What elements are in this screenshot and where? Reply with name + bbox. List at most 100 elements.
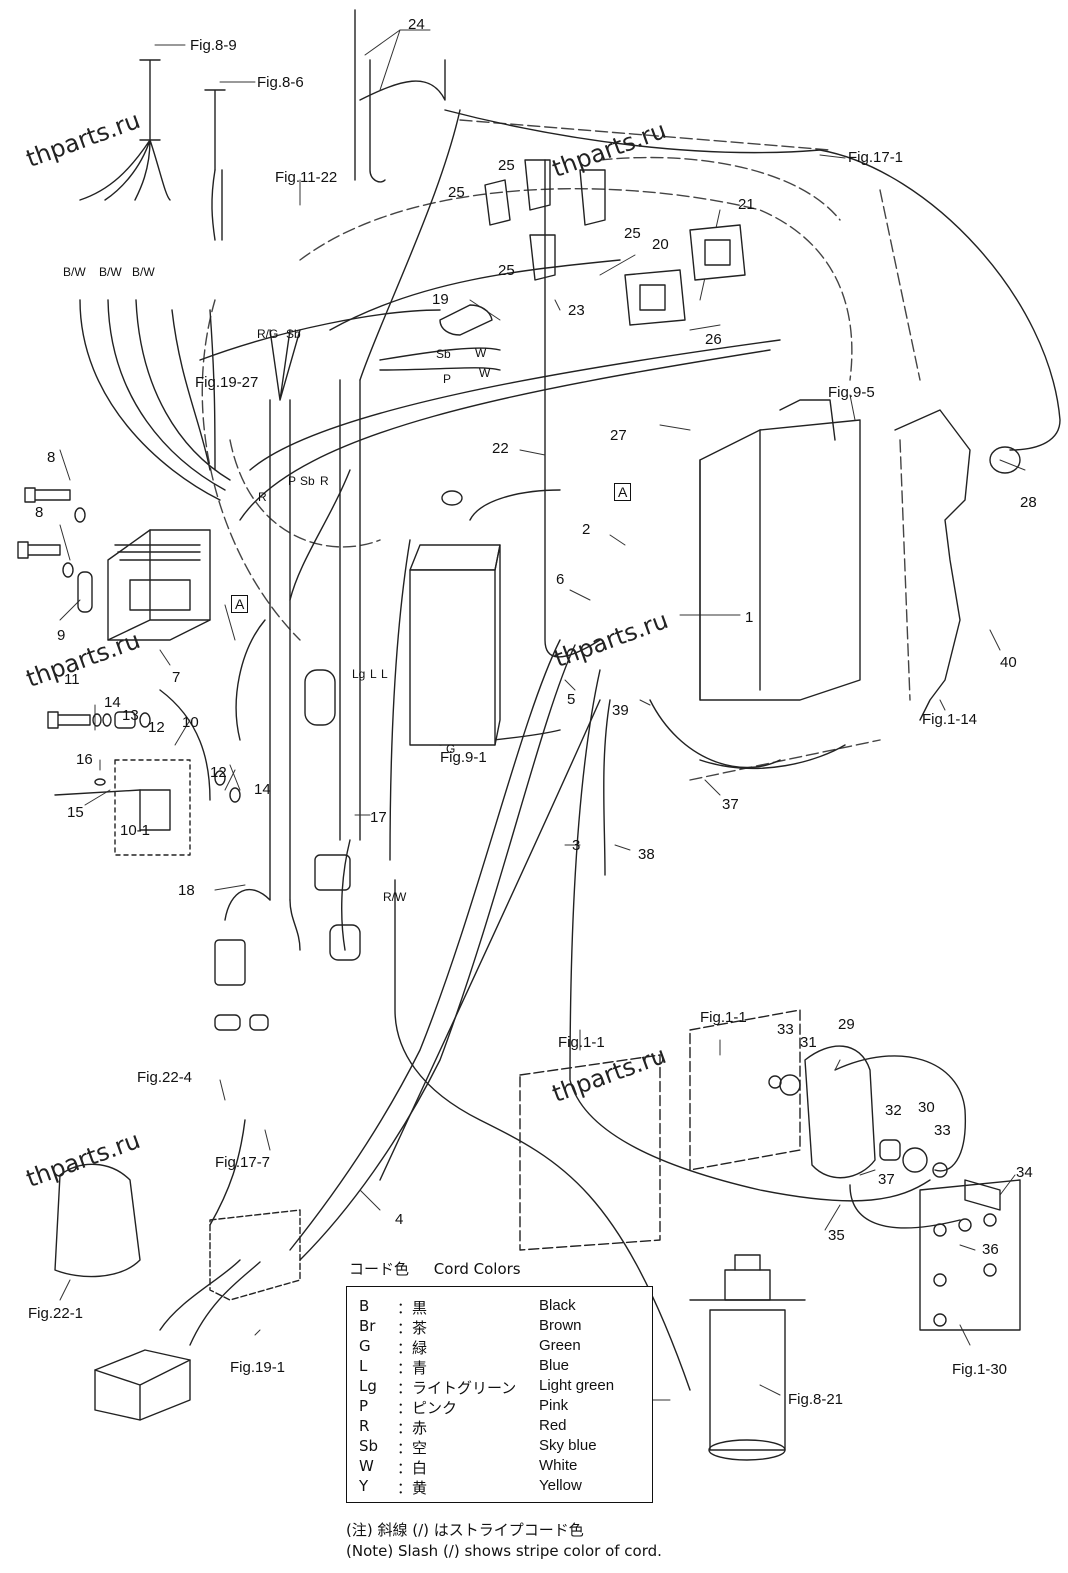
cord-color-legend: B ：黒 Black Br ：茶 Brown G ：緑 Green L ：青 B… <box>346 1286 653 1503</box>
legend-en: Green <box>539 1337 581 1354</box>
legend-en: Red <box>539 1417 567 1434</box>
wire-label: R/G <box>257 327 279 341</box>
cdi-unit <box>409 490 501 746</box>
part-number: 38 <box>638 846 655 863</box>
legend-title-en: Cord Colors <box>433 1260 521 1278</box>
legend-jp: ：ピンク <box>397 1399 458 1417</box>
legend-title: コード色 Cord Colors <box>349 1258 541 1279</box>
legend-code: B <box>359 1297 370 1315</box>
part-number: 21 <box>738 196 755 213</box>
part-number: 37 <box>878 1171 895 1188</box>
part-number: 33 <box>777 1021 794 1038</box>
junction-box <box>209 1209 301 1301</box>
legend-jp: ：白 <box>397 1459 428 1477</box>
wire-label: L <box>370 667 377 681</box>
legend-row: Lg ：ライトグリーン Light green <box>347 1375 652 1397</box>
legend-title-jp: コード色 <box>349 1260 410 1278</box>
legend-en: Blue <box>539 1357 570 1374</box>
legend-row: Y ：黄 Yellow <box>347 1475 652 1497</box>
fig-ref: Fig.8-21 <box>788 1391 844 1408</box>
wire-label: L <box>381 667 388 681</box>
part-number: 25 <box>448 184 465 201</box>
part-number: 9 <box>57 627 66 644</box>
starter-motor <box>689 1254 806 1461</box>
part-number: 14 <box>104 694 121 711</box>
legend-jp: ：黒 <box>397 1299 428 1317</box>
legend-row: Br ：茶 Brown <box>347 1315 652 1337</box>
part-number: 31 <box>800 1034 817 1051</box>
wire-label: R/W <box>383 890 407 904</box>
legend-jp: ：空 <box>397 1439 428 1457</box>
fig-ref: Fig.8-9 <box>190 37 237 54</box>
part-number: 15 <box>67 804 84 821</box>
part-number: 13 <box>122 707 139 724</box>
legend-code: L <box>359 1357 368 1375</box>
fig-ref: Fig.19-1 <box>230 1359 286 1376</box>
legend-row: B ：黒 Black <box>347 1295 652 1317</box>
part-number: 33 <box>934 1122 951 1139</box>
fig-ref: Fig.9-5 <box>828 384 875 401</box>
wire-label: B/W <box>99 265 122 279</box>
fig-ref: Fig.17-7 <box>215 1154 271 1171</box>
engine-block-right <box>699 399 971 721</box>
legend-code: G <box>359 1337 371 1355</box>
legend-code: Y <box>359 1477 369 1495</box>
ignition-switch <box>54 759 241 856</box>
part-number: 29 <box>838 1016 855 1033</box>
legend-row: L ：青 Blue <box>347 1355 652 1377</box>
part-number: 10 <box>182 714 199 731</box>
legend-jp: ：ライトグリーン <box>397 1379 517 1397</box>
callout-box: A <box>231 595 249 613</box>
legend-en: Light green <box>539 1377 615 1394</box>
part-number: 39 <box>612 702 629 719</box>
legend-jp: ：黄 <box>397 1479 428 1497</box>
wire-label: B/W <box>132 265 155 279</box>
legend-en: Sky blue <box>539 1437 597 1454</box>
legend-en: Yellow <box>539 1477 582 1494</box>
part-number: 16 <box>76 751 93 768</box>
wire-label: Sb <box>300 474 315 488</box>
wire-label: R <box>320 474 329 488</box>
part-number: 7 <box>172 669 181 686</box>
wire-label: R <box>258 490 267 504</box>
fig-ref: Fig.1-1 <box>558 1034 605 1051</box>
wire-label: Sb <box>286 327 301 341</box>
legend-code: P <box>359 1397 369 1415</box>
cylinder-head-lower <box>519 1009 1021 1331</box>
wire-label: G <box>446 742 456 756</box>
part-number: 12 <box>210 764 227 781</box>
legend-jp: ：茶 <box>397 1319 428 1337</box>
part-number: 23 <box>568 302 585 319</box>
engine-outline <box>201 119 921 781</box>
legend-jp: ：赤 <box>397 1419 428 1437</box>
legend-en: Brown <box>539 1317 582 1334</box>
ignition-coils <box>624 224 746 326</box>
wire-label: Sb <box>436 347 451 361</box>
part-number: 18 <box>178 882 195 899</box>
wire-label: P <box>443 372 452 386</box>
legend-en: Black <box>539 1297 576 1314</box>
part-number: 32 <box>885 1102 902 1119</box>
part-number: 2 <box>582 521 591 538</box>
legend-code: Lg <box>359 1377 377 1395</box>
fuse-holder <box>439 304 493 336</box>
note-en: (Note) Slash (/) shows stripe color of c… <box>346 1542 662 1560</box>
part-number: 10-1 <box>120 822 151 839</box>
part-number: 27 <box>610 427 627 444</box>
part-number: 14 <box>254 781 271 798</box>
bolts-left <box>17 487 151 729</box>
part-number: 24 <box>408 16 425 33</box>
legend-jp: ：緑 <box>397 1339 428 1357</box>
fig-ref: Fig.17-1 <box>848 149 904 166</box>
part-number: 40 <box>1000 654 1017 671</box>
stripe-note: (注) 斜線 (/) はストライプコード色 (Note) Slash (/) s… <box>346 1520 662 1562</box>
legend-row: P ：ピンク Pink <box>347 1395 652 1417</box>
legend-en: White <box>539 1457 578 1474</box>
part-number: 35 <box>828 1227 845 1244</box>
wire-harness <box>79 9 1061 1391</box>
legend-row: R ：赤 Red <box>347 1415 652 1437</box>
fig-ref: Fig.19-27 <box>195 374 259 391</box>
legend-row: G ：緑 Green <box>347 1335 652 1357</box>
legend-code: R <box>359 1417 370 1435</box>
